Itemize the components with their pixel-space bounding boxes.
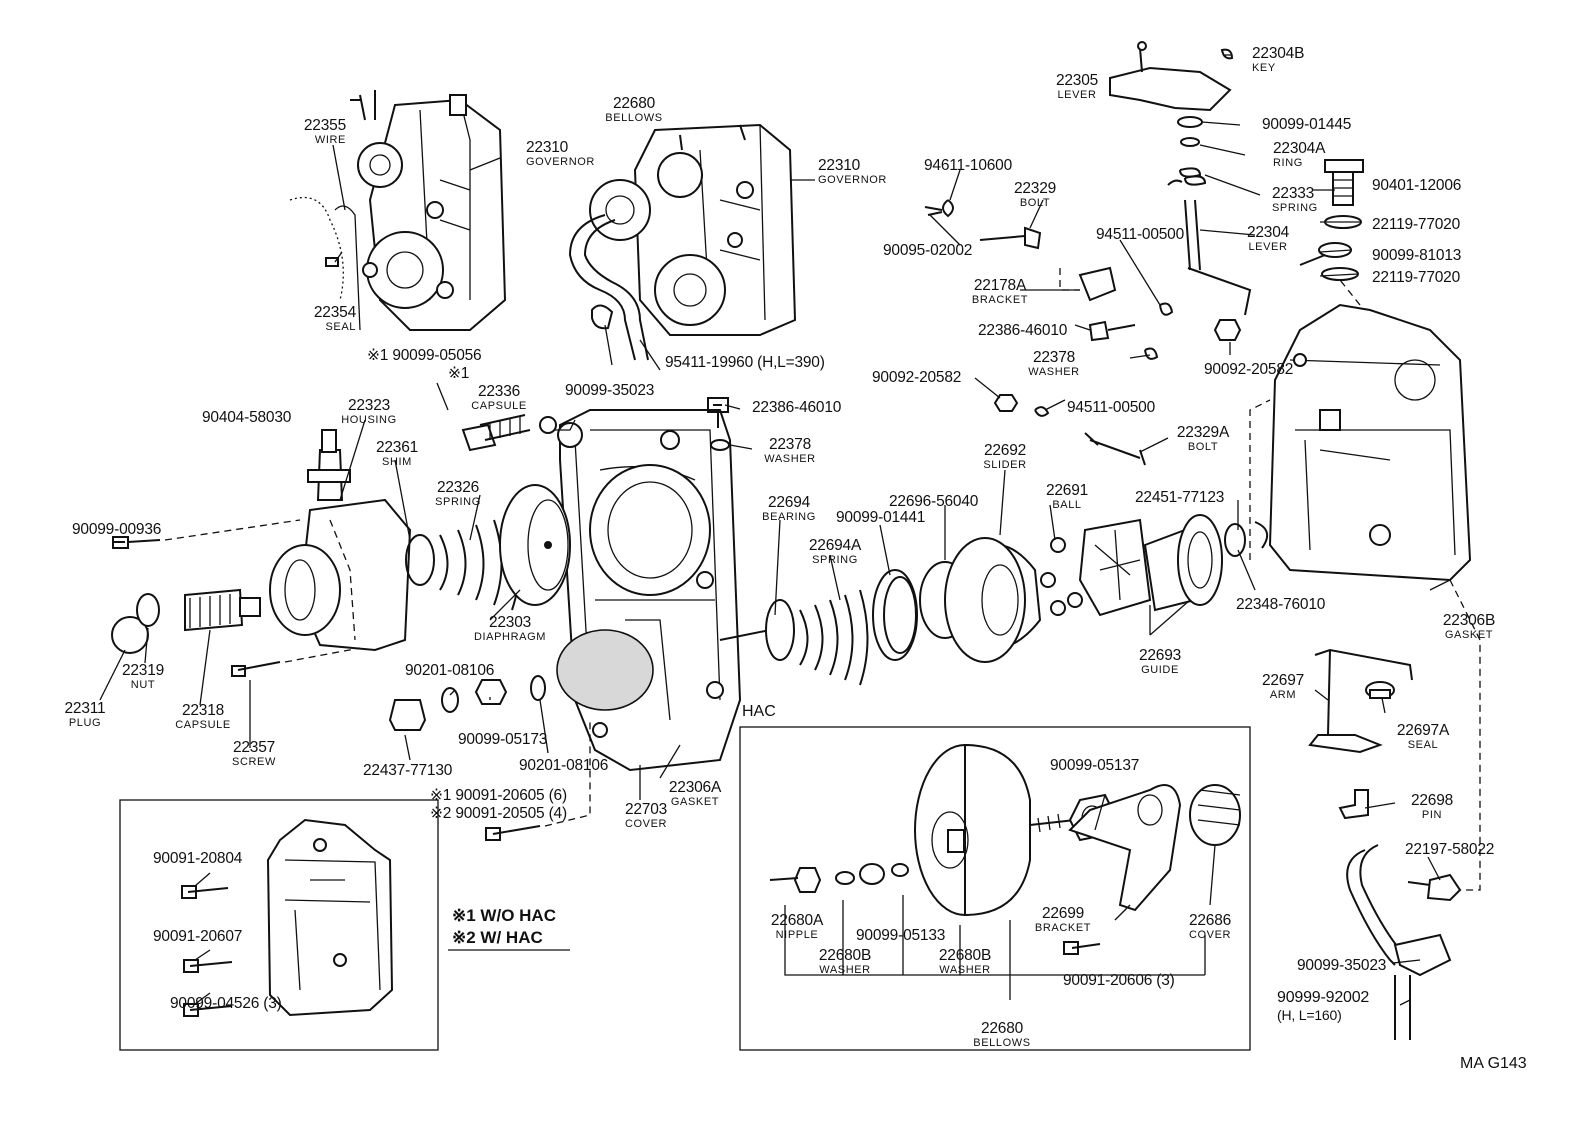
label-90091-20804: 90091-20804 (153, 850, 243, 867)
label-90201-08106-top: 90201-08106 (405, 662, 495, 679)
label-94511-00500-upper: 94511-00500 (1096, 226, 1185, 243)
right-housing-22306b (1249, 279, 1481, 891)
label-90099-04526: 90099-04526 (3) (170, 995, 282, 1012)
label-90095-02002: 90095-02002 (883, 242, 973, 259)
inset-box (119, 799, 439, 1051)
label-22348-76010: 22348-76010 (1236, 596, 1326, 613)
label-22696-56040: 22696-56040 (889, 493, 979, 510)
housing-22323-group (111, 414, 571, 677)
governor-assembly-left (289, 90, 507, 331)
label-90201-08106-bottom: 90201-08106 (519, 757, 609, 774)
leader-lines (99, 54, 1451, 1006)
label-22119-77020-upper: 22119-77020 (1372, 216, 1461, 233)
label-90999-92002: 90999-92002(H, L=160) (1277, 989, 1370, 1023)
label-90091-20607: 90091-20607 (153, 928, 243, 945)
label-90099-00936: 90099-00936 (72, 521, 162, 538)
slider-guide-group (719, 514, 1269, 686)
hac-box-title: HAC (742, 703, 776, 720)
legend-note-1: ※1 W/O HAC (452, 906, 556, 925)
drawing-code: MA G143 (1460, 1055, 1527, 1072)
label-90099-01445: 90099-01445 (1262, 116, 1352, 133)
label-94511-00500-lower: 94511-00500 (1067, 399, 1156, 416)
arm-pin-group (1308, 648, 1462, 1040)
label-22451-77123: 22451-77123 (1135, 489, 1225, 506)
governor-assembly-center (568, 123, 797, 361)
label-90099-81013: 90099-81013 (1372, 247, 1462, 264)
label-90092-20582-left: 90092-20582 (872, 369, 962, 386)
small-parts-middle (388, 397, 730, 841)
label-22336-mark: ※1 (448, 365, 470, 382)
label-90404-58030: 90404-58030 (202, 409, 292, 426)
label-90091-20505: ※2 90091-20505 (4) (430, 805, 567, 822)
label-22437-77130: 22437-77130 (363, 762, 453, 779)
label-22386-46010-center: 22386-46010 (752, 399, 842, 416)
label-22386-46010-right: 22386-46010 (978, 322, 1068, 339)
label-90099-05137: 90099-05137 (1050, 757, 1140, 774)
label-95411-19960: 95411-19960 (H,L=390) (665, 354, 825, 371)
label-90401-12006: 90401-12006 (1372, 177, 1462, 194)
label-90091-20606: 90091-20606 (3) (1063, 972, 1175, 989)
hac-box (739, 726, 1251, 1051)
label-90099-35023-right: 90099-35023 (1297, 957, 1387, 974)
label-90091-20605: ※1 90091-20605 (6) (430, 787, 567, 804)
label-22119-77020-lower: 22119-77020 (1372, 269, 1461, 286)
label-90099-05173: 90099-05173 (458, 731, 548, 748)
label-90099-05056: ※1 90099-05056 (367, 347, 482, 364)
legend-note-2: ※2 W/ HAC (452, 928, 543, 947)
label-22197-58022: 22197-58022 (1405, 841, 1495, 858)
lever-spring-group (924, 41, 1364, 466)
label-94611-10600: 94611-10600 (924, 157, 1013, 174)
label-90099-05133: 90099-05133 (856, 927, 946, 944)
label-90099-35023-top: 90099-35023 (565, 382, 655, 399)
label-90092-20582-right: 90092-20582 (1204, 361, 1294, 378)
governor-housing-cover (545, 409, 742, 772)
label-90099-01441: 90099-01441 (836, 509, 926, 526)
